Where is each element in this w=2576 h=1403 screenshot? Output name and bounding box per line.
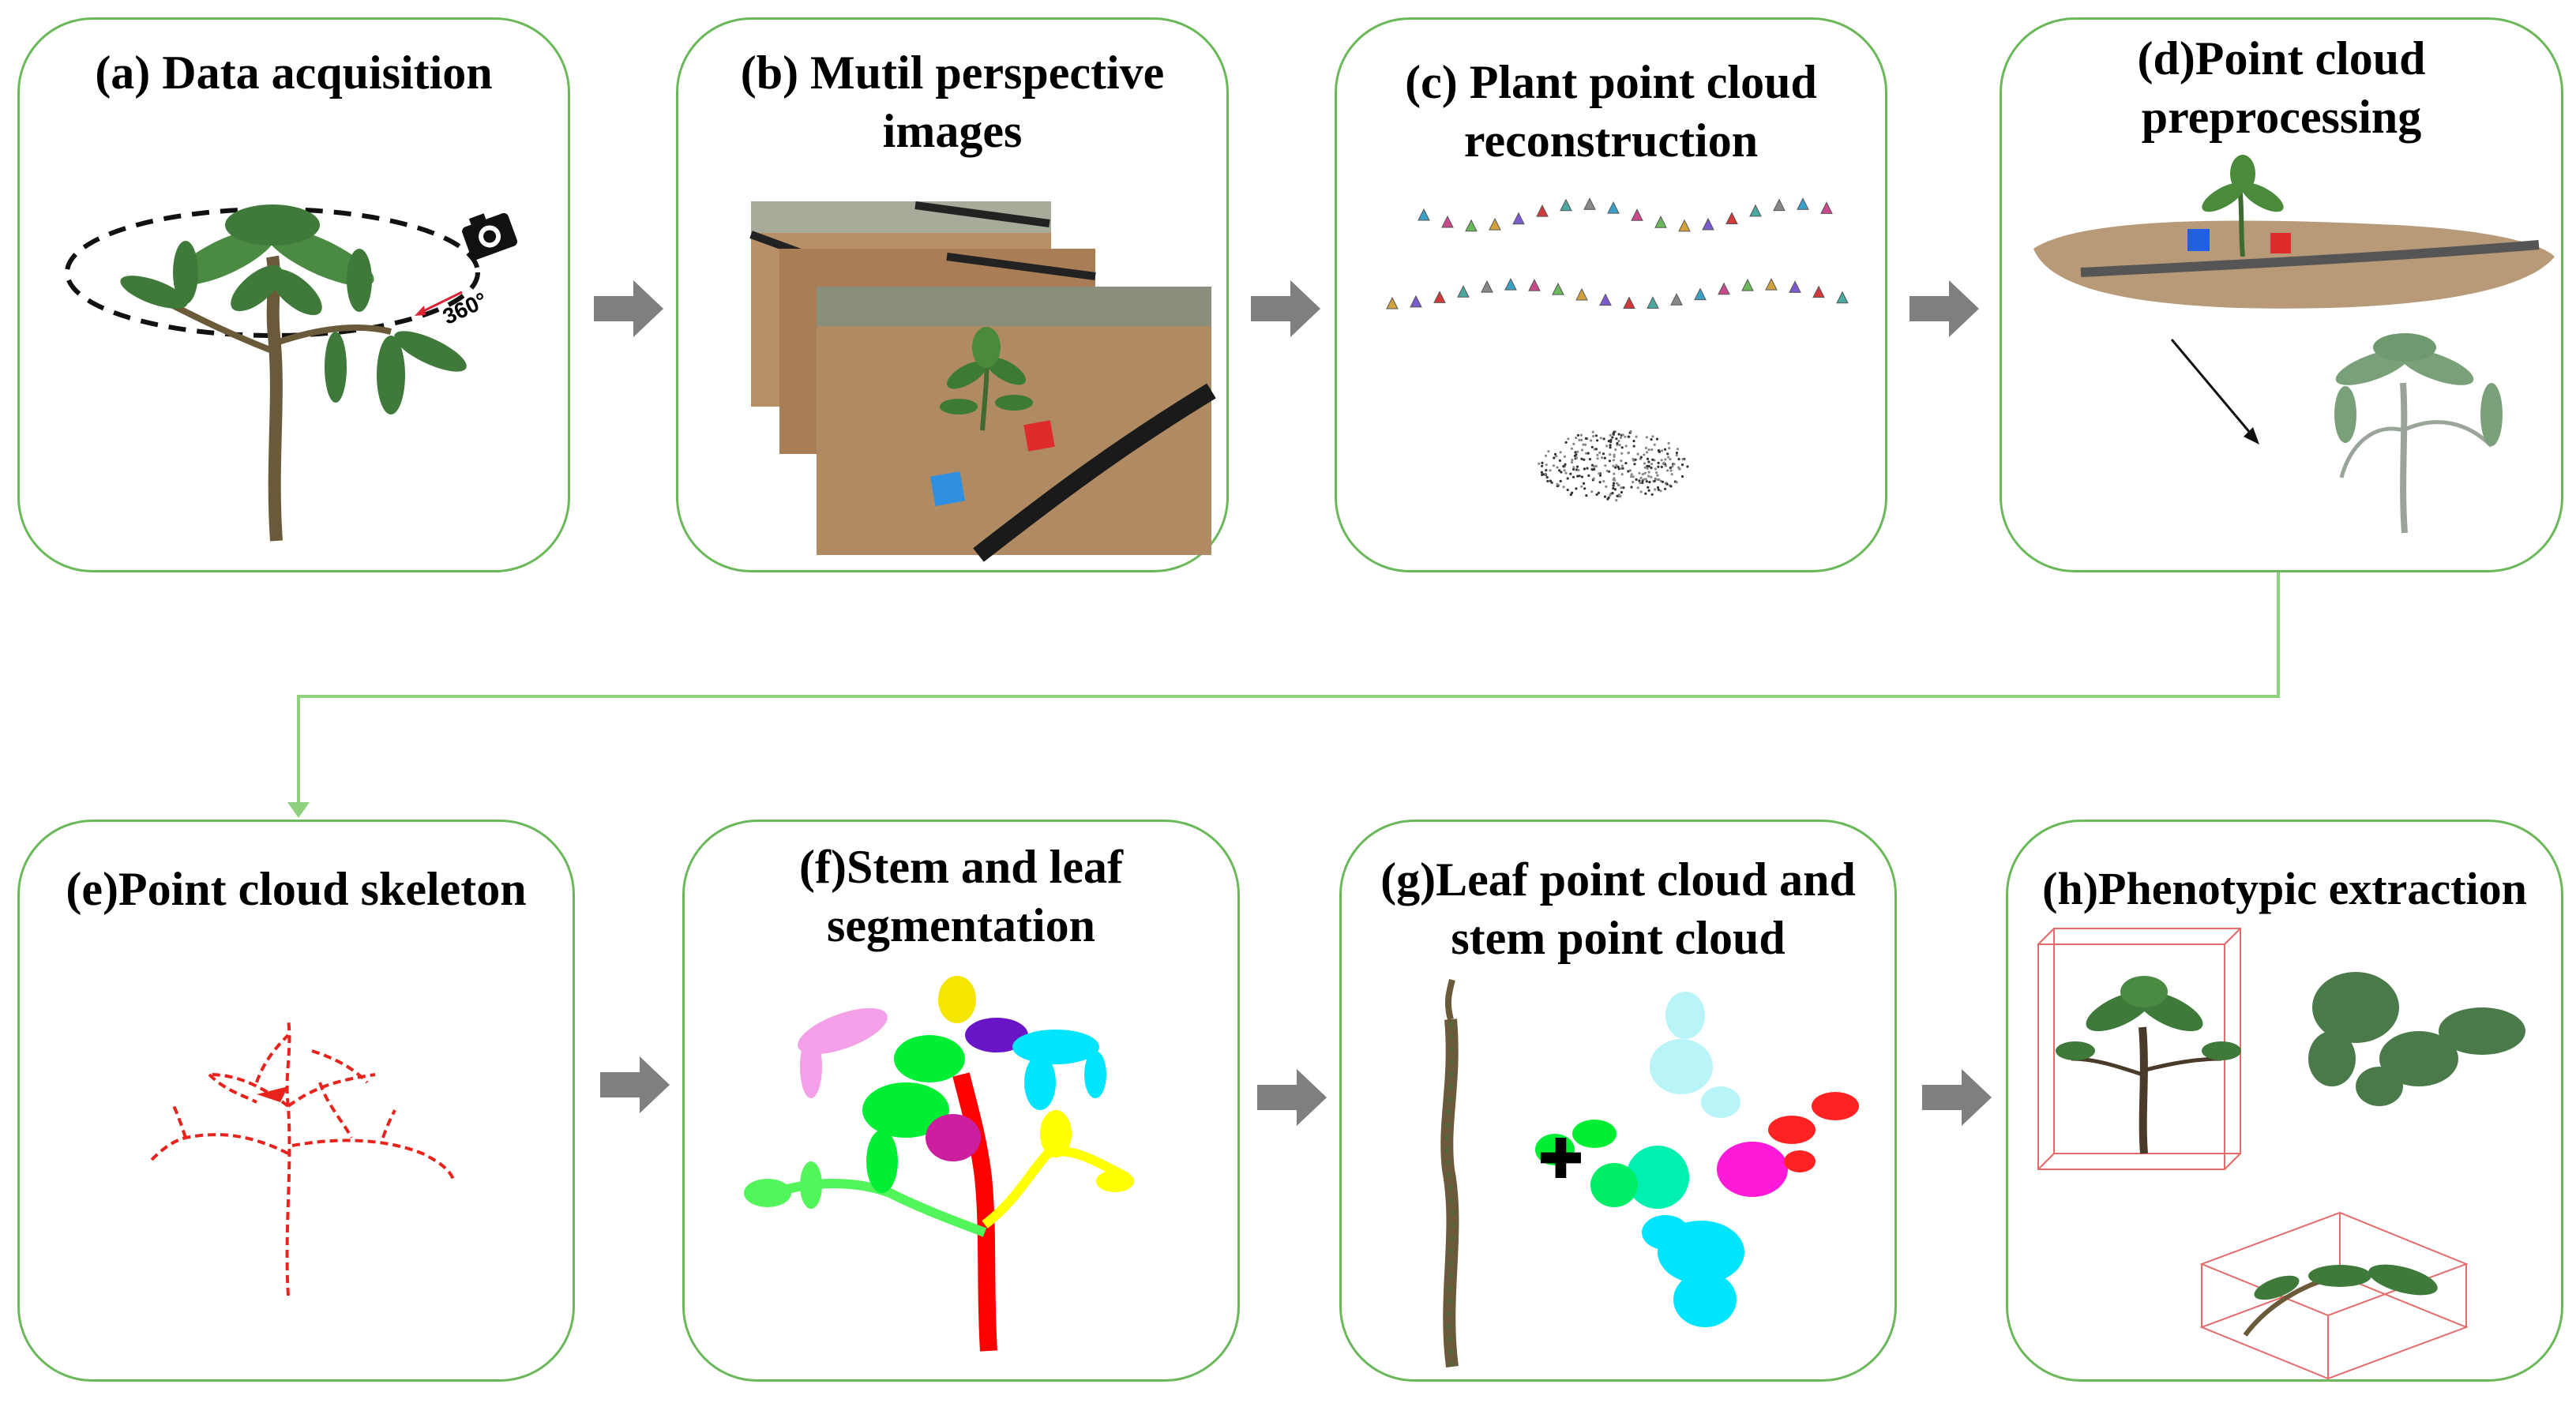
camera-pose-icon <box>1607 201 1620 214</box>
camera-pose-icon <box>1575 287 1588 301</box>
camera-pose-icon <box>1820 201 1833 214</box>
leaf-segment-pink <box>798 1007 888 1055</box>
sparse-point-cloud <box>1538 430 1689 502</box>
orbit-ellipse <box>65 207 480 338</box>
preprocessing-illustration <box>2033 155 2555 534</box>
camera-pose-icon <box>1441 215 1454 228</box>
camera-pose-icon <box>1583 197 1596 210</box>
camera-pose-icon <box>1481 280 1493 293</box>
plus-icon: ✚ <box>1538 1127 1584 1191</box>
panel-phenotypic-extraction: (h)Phenotypic extraction <box>2006 820 2563 1382</box>
camera-pose-icon <box>1647 296 1659 309</box>
camera-pose-icon <box>1599 293 1612 306</box>
leaf-cloud-teal <box>1626 1146 1689 1209</box>
camera-pose-icon <box>1765 278 1778 291</box>
camera-pose-icon <box>1552 282 1564 295</box>
panel-title: (h)Phenotypic extraction <box>2042 863 2527 914</box>
leaf-segment-green-center <box>862 1082 949 1138</box>
camera-pose-icon <box>1718 282 1730 295</box>
skeleton-graph <box>148 1018 456 1296</box>
camera-pose-icon <box>1418 208 1430 221</box>
separated-clouds <box>1440 978 1859 1368</box>
panel-title: (b) Mutil perspective images <box>740 47 1165 157</box>
camera-pose-icon <box>1789 280 1801 293</box>
camera-pose-icon <box>1410 294 1422 308</box>
camera-pose-icon <box>1560 198 1572 212</box>
camera-pose-icon <box>1433 291 1446 303</box>
panel-point-cloud-reconstruction: (c) Plant point cloud reconstruction <box>1335 17 1887 572</box>
camera-pose-icon <box>1489 217 1501 231</box>
plant-acquisition-illustration <box>65 204 518 542</box>
camera-pose-icon <box>1836 291 1849 304</box>
leaf-cloud-lightcyan <box>1650 1039 1713 1094</box>
camera-pose-icon <box>1504 278 1517 291</box>
camera-pose-icon <box>1741 278 1754 291</box>
panel-title: (e)Point cloud skeleton <box>66 863 527 915</box>
stem-segment <box>952 1072 997 1352</box>
flow-arrow-c-to-d <box>1909 280 1979 337</box>
leaf-segment-purple <box>965 1018 1028 1052</box>
leaf-segment-cyan <box>1012 1030 1099 1064</box>
camera-pose-icon <box>1749 204 1762 217</box>
skeleton-main-stem <box>285 1105 291 1296</box>
camera-pose-icon <box>1670 293 1683 306</box>
camera-pose-icon <box>1812 285 1825 298</box>
camera-pose-icon <box>1694 287 1707 301</box>
plant-stem <box>266 255 283 542</box>
panel-title: (f)Stem and leaf segmentation <box>799 841 1123 951</box>
cleaned-plant-stem <box>2400 382 2408 534</box>
leaf-area-sample <box>2312 972 2399 1043</box>
leaf-segment-magenta <box>926 1114 981 1161</box>
leaf-cloud-red <box>1768 1116 1816 1144</box>
panel-point-cloud-skeleton: (e)Point cloud skeleton <box>17 820 575 1382</box>
red-marker-cube <box>2270 233 2291 253</box>
camera-pose-icon <box>1386 296 1399 309</box>
flow-arrow-e-to-f <box>600 1056 670 1113</box>
bbox-leaf-branch <box>2199 1211 2469 1380</box>
blue-marker-cube <box>929 471 966 507</box>
camera-pose-icon <box>1702 217 1714 231</box>
camera-poses-and-sparse-cloud <box>1386 197 1849 502</box>
camera-pose-icon <box>1528 279 1541 291</box>
panel-title: (g)Leaf point cloud and stem point cloud <box>1380 853 1856 964</box>
camera-pose-icon <box>1457 285 1470 298</box>
panel-leaf-and-stem-clouds: (g)Leaf point cloud and stem point cloud… <box>1339 820 1897 1382</box>
leaf-segment-yellow-top <box>938 976 976 1023</box>
camera-pose-icon <box>1536 204 1549 217</box>
flow-arrow-a-to-b <box>594 280 663 337</box>
blue-marker-cube <box>2187 229 2210 251</box>
camera-pose-icon <box>1654 216 1667 228</box>
processing-arrow <box>2170 339 2256 439</box>
panel-multi-perspective-images: (b) Mutil perspective images <box>676 17 1229 572</box>
camera-pose-icon <box>1678 219 1691 232</box>
field-photos-stack <box>749 201 1216 562</box>
panel-data-acquisition: (a) Data acquisition 360° <box>17 17 570 572</box>
segmented-plant <box>744 976 1134 1352</box>
camera-pose-icon <box>1623 296 1635 309</box>
camera-icon <box>462 212 518 261</box>
panel-stem-leaf-segmentation: (f)Stem and leaf segmentation <box>682 820 1240 1382</box>
camera-pose-icon <box>1512 212 1525 225</box>
phenotype-bounding-boxes <box>2037 928 2525 1380</box>
red-marker-cube <box>1023 420 1055 452</box>
panel-title: (c) Plant point cloud reconstruction <box>1405 56 1817 167</box>
photo-front <box>817 287 1211 555</box>
panel-point-cloud-preprocessing: (d)Point cloud preprocessing <box>2000 17 2563 572</box>
leaf-cloud-magenta <box>1717 1142 1788 1197</box>
camera-pose-icon <box>1797 197 1809 210</box>
camera-pose-icon <box>1631 208 1643 221</box>
flow-arrow-b-to-c <box>1251 280 1320 337</box>
panel-title: (d)Point cloud preprocessing <box>2137 32 2426 143</box>
camera-pose-icon <box>1725 212 1738 224</box>
leaf-cloud-green <box>1535 1134 1575 1165</box>
camera-pose-icon <box>1773 198 1786 212</box>
camera-pose-icon <box>1465 219 1478 232</box>
flow-arrow-f-to-g <box>1257 1069 1327 1126</box>
flow-arrow-g-to-h <box>1922 1069 1992 1126</box>
panel-title: (a) Data acquisition <box>95 47 493 99</box>
